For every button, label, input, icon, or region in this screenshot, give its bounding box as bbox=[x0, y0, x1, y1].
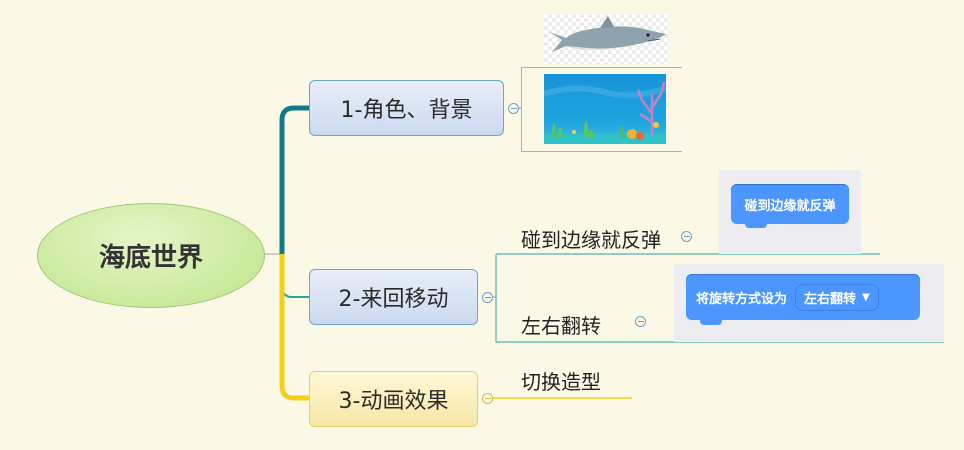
subtopic-bounce[interactable]: 碰到边缘就反弹 bbox=[521, 228, 661, 252]
branch-topic-1 bbox=[279, 105, 310, 254]
rotation-style-block: 将旋转方式设为 左右翻转 ▼ bbox=[686, 274, 920, 320]
topic-3[interactable]: 3-动画效果 bbox=[309, 371, 478, 427]
rotation-block-panel: 将旋转方式设为 左右翻转 ▼ bbox=[674, 264, 944, 342]
collapse-icon[interactable] bbox=[635, 316, 646, 327]
root-topic[interactable]: 海底世界 bbox=[37, 203, 265, 308]
bounce-block: 碰到边缘就反弹 bbox=[731, 184, 849, 224]
dropdown-arrow-icon: ▼ bbox=[862, 291, 870, 303]
rotation-style-value: 左右翻转 bbox=[804, 291, 857, 307]
backdrop-frame bbox=[521, 67, 682, 152]
subtopic-flip[interactable]: 左右翻转 bbox=[521, 314, 601, 338]
collapse-icon[interactable] bbox=[681, 231, 692, 242]
topic-2[interactable]: 2-来回移动 bbox=[309, 269, 478, 325]
branch-topic-2 bbox=[281, 254, 310, 298]
rotation-style-dropdown[interactable]: 左右翻转 ▼ bbox=[795, 283, 879, 311]
branch-topic-3 bbox=[279, 254, 310, 401]
shark-sprite-image bbox=[544, 14, 669, 64]
collapse-icon[interactable] bbox=[508, 103, 519, 114]
underwater-scene-icon bbox=[544, 74, 666, 144]
collapse-icon[interactable] bbox=[482, 393, 493, 404]
block-notch bbox=[700, 319, 722, 325]
subtopic-costume[interactable]: 切换造型 bbox=[521, 370, 601, 394]
shark-icon bbox=[550, 16, 666, 52]
topic-1[interactable]: 1-角色、背景 bbox=[309, 80, 504, 136]
block-notch bbox=[745, 222, 767, 228]
rotation-block-label: 将旋转方式设为 bbox=[696, 291, 788, 307]
underwater-backdrop-image bbox=[544, 74, 666, 144]
bounce-block-panel: 碰到边缘就反弹 bbox=[719, 170, 861, 254]
collapse-icon[interactable] bbox=[482, 292, 493, 303]
